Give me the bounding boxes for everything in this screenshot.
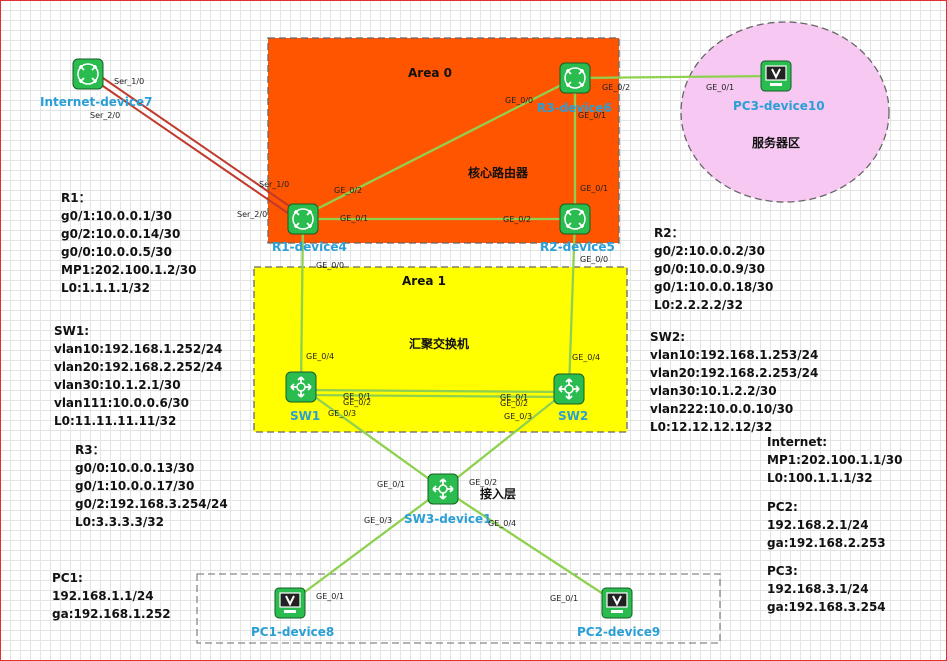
port-label: GE_0/2: [500, 399, 529, 408]
port-label: GE_0/4: [572, 353, 601, 362]
r1-router[interactable]: [287, 203, 319, 235]
port-label: GE_0/4: [306, 352, 335, 361]
port-label: Ser_2/0: [237, 210, 268, 219]
internet-device-label: Internet-device7: [40, 95, 153, 109]
port-label: GE_0/2: [334, 186, 363, 195]
link-sw2-sw3: [442, 388, 570, 490]
router-icon: [559, 203, 591, 235]
port-label: GE_0/1: [500, 393, 529, 402]
area0-label: Area 0: [408, 66, 452, 80]
port-label: GE_0/2: [602, 83, 631, 92]
switch-icon: [427, 473, 459, 505]
aggregation-switch-label: 汇聚交换机: [409, 337, 470, 351]
access-pc-box: [196, 573, 721, 644]
port-label: GE_0/3: [328, 409, 357, 418]
r2-device-label: R2-device5: [540, 240, 615, 254]
port-label: GE_0/1: [706, 83, 735, 92]
pc1-device-label: PC1-device8: [251, 625, 335, 639]
router-icon: [559, 62, 591, 94]
r1-device-label: R1-device4: [272, 240, 347, 254]
access-layer-label: 接入层: [480, 487, 517, 501]
router-icon: [287, 203, 319, 235]
pc1-host[interactable]: [274, 587, 306, 619]
port-label: GE_0/3: [364, 516, 393, 525]
port-label: Ser_2/0: [90, 111, 121, 120]
monitor-icon: [274, 587, 306, 619]
port-label: GE_0/2: [469, 478, 498, 487]
port-label: GE_0/1: [316, 592, 345, 601]
port-label: GE_0/3: [504, 412, 533, 421]
port-label: GE_0/2: [343, 398, 372, 407]
pc3-device-label: PC3-device10: [733, 99, 825, 113]
port-label: GE_0/0: [505, 96, 534, 105]
link-sw3-pc1: [289, 488, 444, 604]
link-sw3-pc2: [442, 488, 618, 604]
sw3-device-label: SW3-device1: [404, 512, 492, 526]
r3-router[interactable]: [559, 62, 591, 94]
area1-label: Area 1: [402, 274, 446, 288]
port-label: GE_0/1: [580, 184, 609, 193]
pc2-host[interactable]: [601, 587, 633, 619]
server-zone-circle: [680, 21, 890, 203]
pc3-host[interactable]: [760, 60, 792, 92]
port-label: GE_0/1: [340, 214, 369, 223]
link-sw1-sw2-b: [300, 393, 570, 399]
port-label: GE_0/1: [377, 480, 406, 489]
link-r3-pc3: [574, 74, 777, 80]
port-label: GE_0/0: [316, 261, 345, 270]
link-r1-r3: [302, 76, 576, 218]
internet-router[interactable]: [72, 58, 104, 90]
serial-link-1: [102, 77, 299, 213]
sw1-device-label: SW1: [290, 409, 321, 423]
link-sw1-sw2-a: [300, 388, 570, 394]
router-icon: [72, 58, 104, 90]
port-label: Ser_1/0: [259, 180, 290, 189]
monitor-icon: [601, 587, 633, 619]
port-label: Ser_1/0: [114, 77, 145, 86]
port-label: GE_0/1: [550, 594, 579, 603]
port-label: GE_0/0: [580, 255, 609, 264]
serial-link-2: [99, 83, 296, 219]
port-label: GE_0/1: [578, 111, 607, 120]
sw3-switch[interactable]: [427, 473, 459, 505]
sw1-switch[interactable]: [285, 371, 317, 403]
sw2-device-label: SW2: [558, 409, 589, 423]
r2-router[interactable]: [559, 203, 591, 235]
switch-icon: [285, 371, 317, 403]
switch-icon: [553, 373, 585, 405]
server-zone-label: 服务器区: [752, 136, 801, 150]
core-router-label: 核心路由器: [468, 166, 529, 180]
link-sw1-sw3: [300, 386, 444, 490]
port-label: GE_0/1: [343, 392, 372, 401]
link-r2-sw2: [567, 218, 577, 390]
port-label: GE_0/2: [503, 215, 532, 224]
monitor-icon: [760, 60, 792, 92]
link-r1-sw1: [299, 218, 305, 388]
sw2-switch[interactable]: [553, 373, 585, 405]
port-label: GE_0/4: [488, 519, 517, 528]
pc2-device-label: PC2-device9: [577, 625, 661, 639]
r3-device-label: R3-device6: [537, 101, 612, 115]
